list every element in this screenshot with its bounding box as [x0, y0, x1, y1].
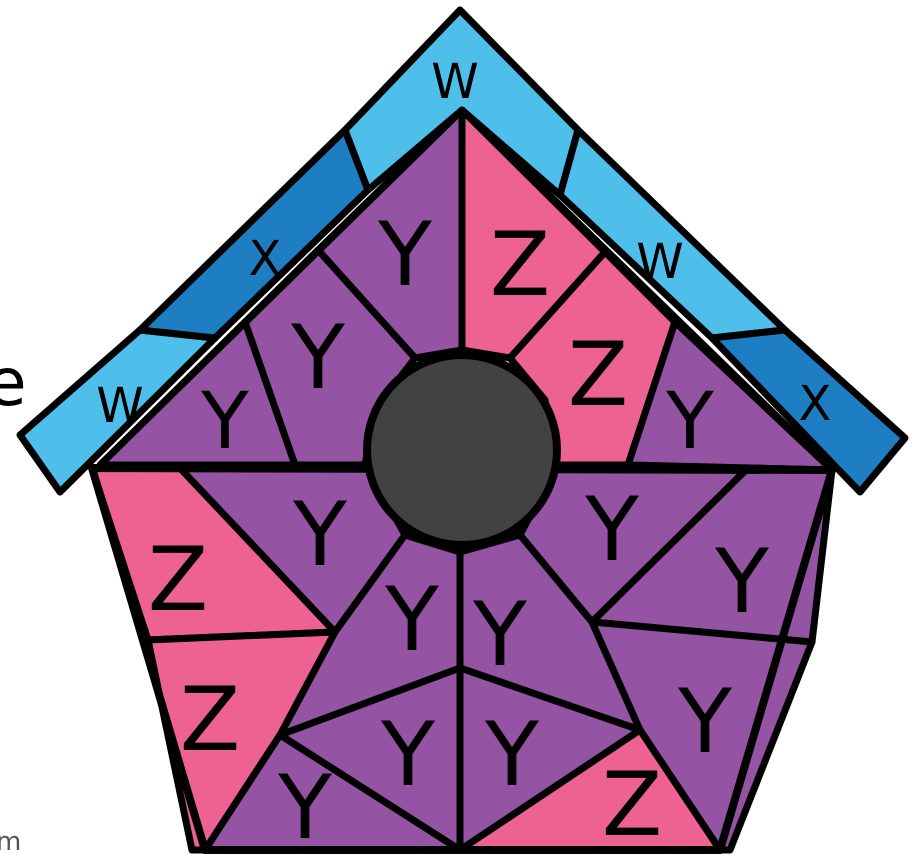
- label-y-bottom-left-corner: Y: [277, 756, 332, 854]
- edge-fragment-left: e: [0, 344, 27, 421]
- label-y-right-corner: Y: [665, 377, 714, 467]
- label-y-bottom-left-inner: Y: [380, 703, 435, 806]
- label-z-top-right: Z: [490, 213, 550, 316]
- edge-fragment-bottom-left: m: [0, 827, 21, 854]
- label-w-left: W: [96, 378, 143, 434]
- label-x-right: X: [799, 376, 832, 432]
- label-z-left-upper: Z: [148, 528, 208, 631]
- label-y-center-right: Y: [472, 583, 527, 686]
- label-z-left-lower: Z: [180, 668, 240, 771]
- label-y-right-lower: Y: [677, 670, 732, 773]
- entrance-hole: [367, 355, 557, 545]
- label-w-right: W: [636, 234, 683, 290]
- label-y-mid-left: Y: [292, 483, 347, 586]
- label-y-center-left: Y: [384, 568, 439, 671]
- label-y-left-corner: Y: [200, 377, 249, 467]
- label-x-left: X: [249, 231, 282, 287]
- label-y-upper-left: Y: [290, 306, 345, 409]
- label-y-mid-right: Y: [584, 478, 639, 581]
- label-z-upper-right: Z: [568, 323, 628, 426]
- label-w-top: W: [431, 54, 478, 110]
- label-y-bottom-right-inner: Y: [484, 703, 539, 806]
- label-y-right-upper: Y: [714, 530, 769, 633]
- label-z-bottom-right: Z: [602, 753, 662, 854]
- label-y-top-left: Y: [377, 203, 432, 306]
